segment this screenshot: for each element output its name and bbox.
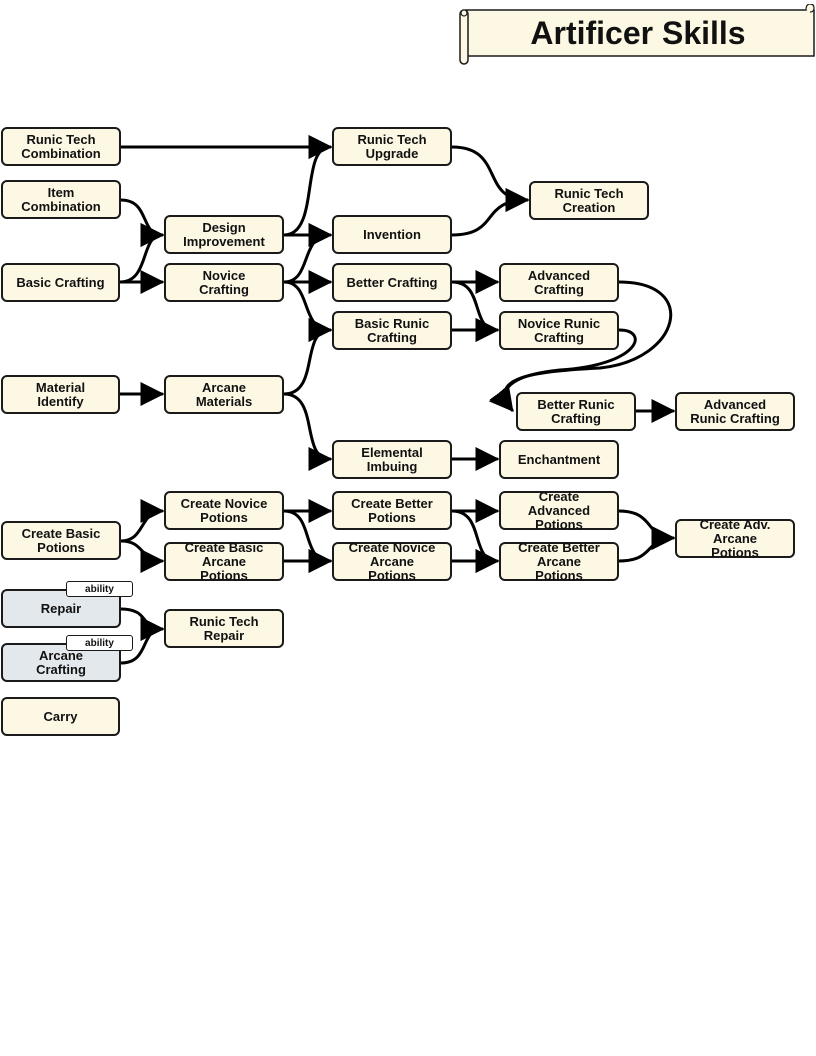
edge-cbp-cbap [119,539,165,573]
node-runic-tech-combination[interactable]: Runic Tech Combination [1,127,121,166]
node-novice-runic-crafting[interactable]: Novice Runic Crafting [499,311,619,350]
node-carry[interactable]: Carry [1,697,120,736]
edge-invention-creation [450,188,530,237]
node-basic-crafting[interactable]: Basic Crafting [1,263,120,302]
edge-cap-advarcane [617,509,676,550]
edge-cbp-cbtap [450,509,500,573]
edge-novice-basicrunic [282,280,333,342]
edge-cbtap-advarcane [617,526,676,563]
edge-arcane-basicrunic [282,318,333,396]
node-enchantment[interactable]: Enchantment [499,440,619,479]
node-material-identify[interactable]: Material Identify [1,375,120,414]
node-create-basic-arcane-potions[interactable]: Create Basic Arcane Potions [164,540,284,582]
node-elemental-imbuing[interactable]: Elemental Imbuing [332,440,452,479]
node-better-crafting[interactable]: Better Crafting [332,263,452,302]
node-design-improvement[interactable]: Design Improvement [164,215,284,254]
edge-repair-rtr [119,607,165,641]
edge-item-design [119,198,165,247]
ability-badge-repair: ability [66,581,133,597]
node-create-better-arcane-potions[interactable]: Create Better Arcane Potions [499,540,619,582]
node-advanced-runic-crafting[interactable]: Advanced Runic Crafting [675,392,795,431]
node-item-combination[interactable]: Item Combination [1,180,121,219]
edge-arcane-elemental [282,392,333,471]
edge-basic-design [118,223,165,284]
edge-upgrade-creation [450,145,530,212]
edge-arcane-rtr [119,617,165,665]
node-advanced-crafting[interactable]: Advanced Crafting [499,263,619,302]
node-create-basic-potions[interactable]: Create Basic Potions [1,521,121,560]
node-basic-runic-crafting[interactable]: Basic Runic Crafting [332,311,452,350]
node-arcane-materials[interactable]: Arcane Materials [164,375,284,414]
edge-cbp-cnp [119,499,165,543]
node-runic-tech-upgrade[interactable]: Runic Tech Upgrade [332,127,452,166]
edge-better-noviceruniic [450,280,500,342]
edge-novice-invention [282,223,333,284]
node-novice-crafting[interactable]: Novice Crafting [164,263,284,302]
node-better-runic-crafting[interactable]: Better Runic Crafting [516,392,636,431]
edge-design-upgrade [282,135,333,237]
title-scroll-icon [459,4,815,65]
node-runic-tech-repair[interactable]: Runic Tech Repair [164,609,284,648]
node-create-adv-arcane-potions[interactable]: Create Adv. Arcane Potions [675,517,795,559]
node-invention[interactable]: Invention [332,215,452,254]
node-runic-tech-creation[interactable]: Runic Tech Creation [529,181,649,220]
edge-cnp-cnap [282,509,333,573]
node-create-novice-arcane-potions[interactable]: Create Novice Arcane Potions [332,540,452,582]
page-title: Artificer Skills [530,14,746,51]
ability-badge-arcane-crafting: ability [66,635,133,651]
node-create-advanced-potions[interactable]: Create Advanced Potions [499,489,619,531]
node-create-novice-potions[interactable]: Create Novice Potions [164,491,284,530]
node-create-better-potions[interactable]: Create Better Potions [332,491,452,530]
edge-noviceruniic-betterrunic [488,328,637,412]
